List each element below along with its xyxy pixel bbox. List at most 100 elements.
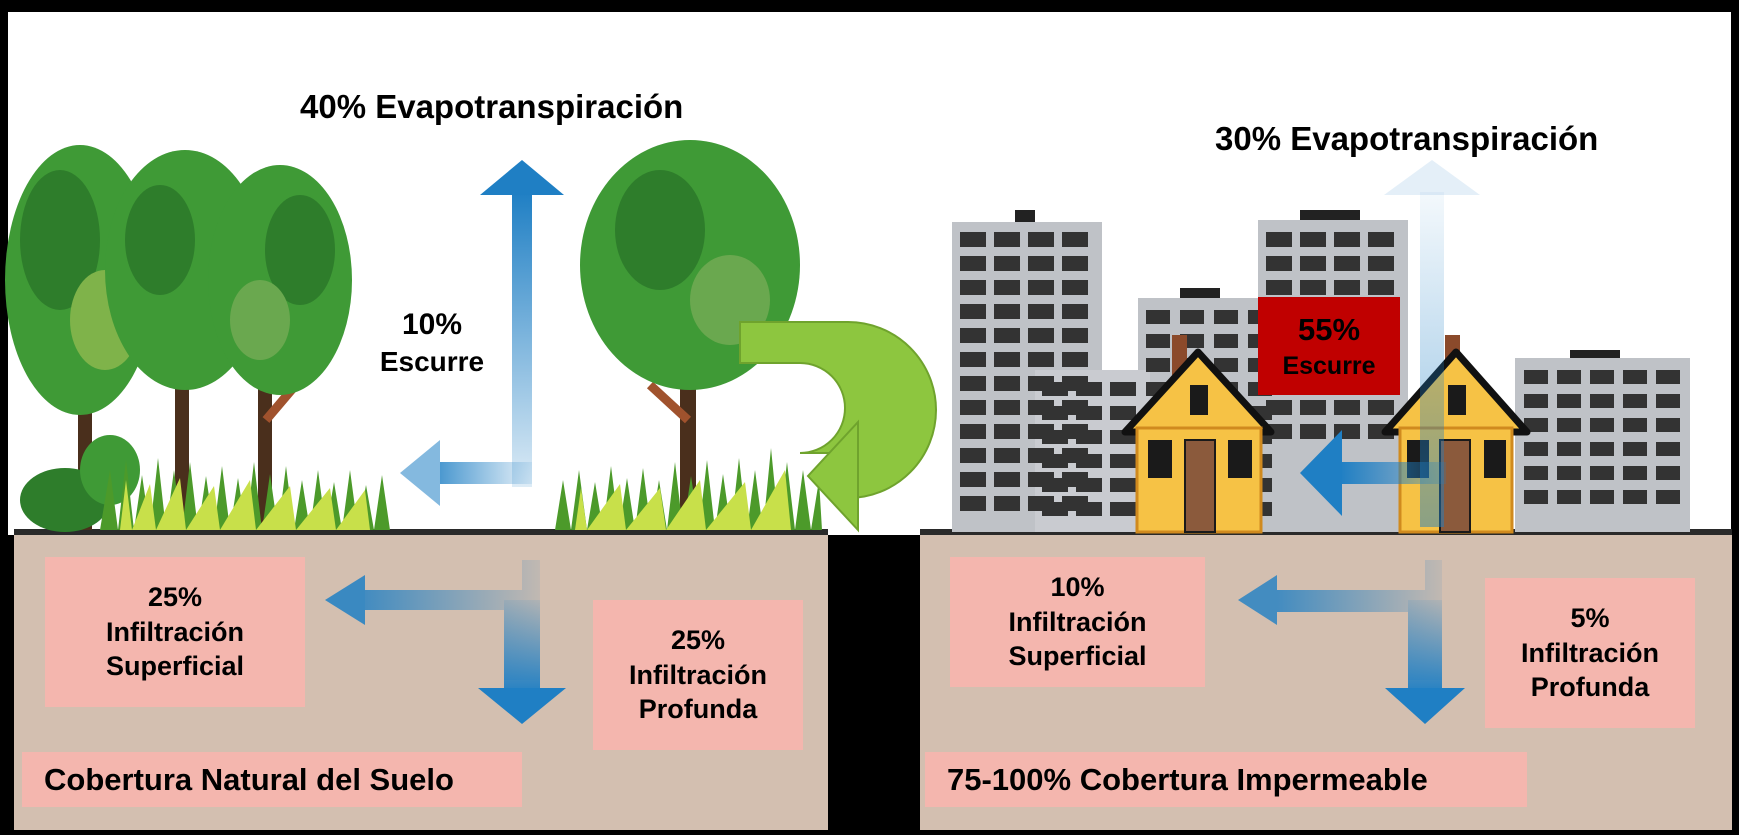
window: [1656, 442, 1680, 456]
deep-line2-urban: Profunda: [1530, 672, 1650, 703]
deep-pct-urban: 5%: [1570, 603, 1610, 634]
window: [1062, 256, 1088, 271]
runoff-text-urban: Escurre: [1282, 351, 1376, 380]
deep-pct-natural: 25%: [670, 625, 726, 656]
window: [960, 304, 986, 319]
window: [1656, 418, 1680, 432]
window: [1524, 370, 1548, 384]
window: [1076, 502, 1102, 516]
window: [1042, 430, 1068, 444]
window: [1368, 280, 1394, 295]
window: [1334, 232, 1360, 247]
window: [1334, 280, 1360, 295]
window: [994, 376, 1020, 391]
deep-infiltration-box-urban: 5% Infiltración Profunda: [1485, 578, 1695, 728]
window: [1062, 280, 1088, 295]
window: [1062, 352, 1088, 367]
infiltration-arrows-natural: [325, 560, 566, 724]
window: [1028, 304, 1054, 319]
window: [960, 280, 986, 295]
runoff-arrow-natural: [400, 440, 532, 506]
runoff-label-natural: 10% Escurre: [372, 306, 492, 379]
window: [1110, 406, 1136, 420]
window: [1042, 454, 1068, 468]
window: [1623, 442, 1647, 456]
runoff-pct-natural: 10%: [401, 308, 463, 341]
window: [960, 496, 986, 511]
window: [1557, 394, 1581, 408]
runoff-pct-urban: 55%: [1297, 312, 1361, 348]
window: [1076, 454, 1102, 468]
window: [1300, 256, 1326, 271]
window: [994, 448, 1020, 463]
window: [1590, 370, 1614, 384]
grass-left: [100, 458, 390, 530]
window: [1623, 418, 1647, 432]
window: [1623, 370, 1647, 384]
window: [960, 328, 986, 343]
window: [960, 448, 986, 463]
window: [1110, 382, 1136, 396]
window: [994, 352, 1020, 367]
window: [1028, 232, 1054, 247]
window: [1656, 466, 1680, 480]
deep-line1-urban: Infiltración: [1520, 637, 1659, 668]
window: [1266, 256, 1292, 271]
window: [1028, 256, 1054, 271]
window: [994, 232, 1020, 247]
window: [960, 472, 986, 487]
window: [1028, 352, 1054, 367]
shallow-line1-urban: Infiltración: [1008, 606, 1147, 637]
window: [1214, 334, 1238, 348]
window: [1590, 394, 1614, 408]
window: [1524, 418, 1548, 432]
grass-center: [555, 448, 822, 530]
runoff-arrow-urban: [1300, 430, 1446, 516]
window: [1146, 334, 1170, 348]
window: [1042, 478, 1068, 492]
window: [1334, 400, 1360, 415]
window: [1368, 400, 1394, 415]
u-turn-arrow-icon: [739, 321, 937, 533]
window: [1656, 490, 1680, 504]
window: [1076, 478, 1102, 492]
deep-line2-natural: Profunda: [638, 694, 758, 725]
window: [1110, 502, 1136, 516]
window: [1524, 394, 1548, 408]
window: [1028, 328, 1054, 343]
infiltration-arrows-urban: [1238, 560, 1465, 724]
window: [1300, 400, 1326, 415]
shallow-line1-natural: Infiltración: [105, 616, 244, 647]
window: [1368, 232, 1394, 247]
window: [1028, 280, 1054, 295]
window: [1623, 466, 1647, 480]
window: [994, 280, 1020, 295]
window: [1266, 400, 1292, 415]
window: [1110, 478, 1136, 492]
window: [1557, 418, 1581, 432]
window: [960, 256, 986, 271]
window: [1590, 490, 1614, 504]
evapotranspiration-label-natural: 40% Evapotranspiración: [300, 86, 683, 127]
window: [1062, 328, 1088, 343]
house-left: [1121, 335, 1275, 534]
window: [1623, 394, 1647, 408]
window: [1368, 256, 1394, 271]
window: [960, 352, 986, 367]
window: [1300, 280, 1326, 295]
window: [1042, 382, 1068, 396]
window: [1062, 304, 1088, 319]
evapotranspiration-label-urban: 30% Evapotranspiración: [1215, 118, 1598, 159]
window: [1146, 310, 1170, 324]
window: [1076, 382, 1102, 396]
window: [1042, 406, 1068, 420]
window: [994, 328, 1020, 343]
window: [994, 256, 1020, 271]
shallow-line2-natural: Superficial: [105, 651, 245, 682]
deep-line1-natural: Infiltración: [628, 659, 767, 690]
window: [1590, 418, 1614, 432]
window: [994, 304, 1020, 319]
evapotranspiration-arrow-natural: [480, 160, 564, 487]
